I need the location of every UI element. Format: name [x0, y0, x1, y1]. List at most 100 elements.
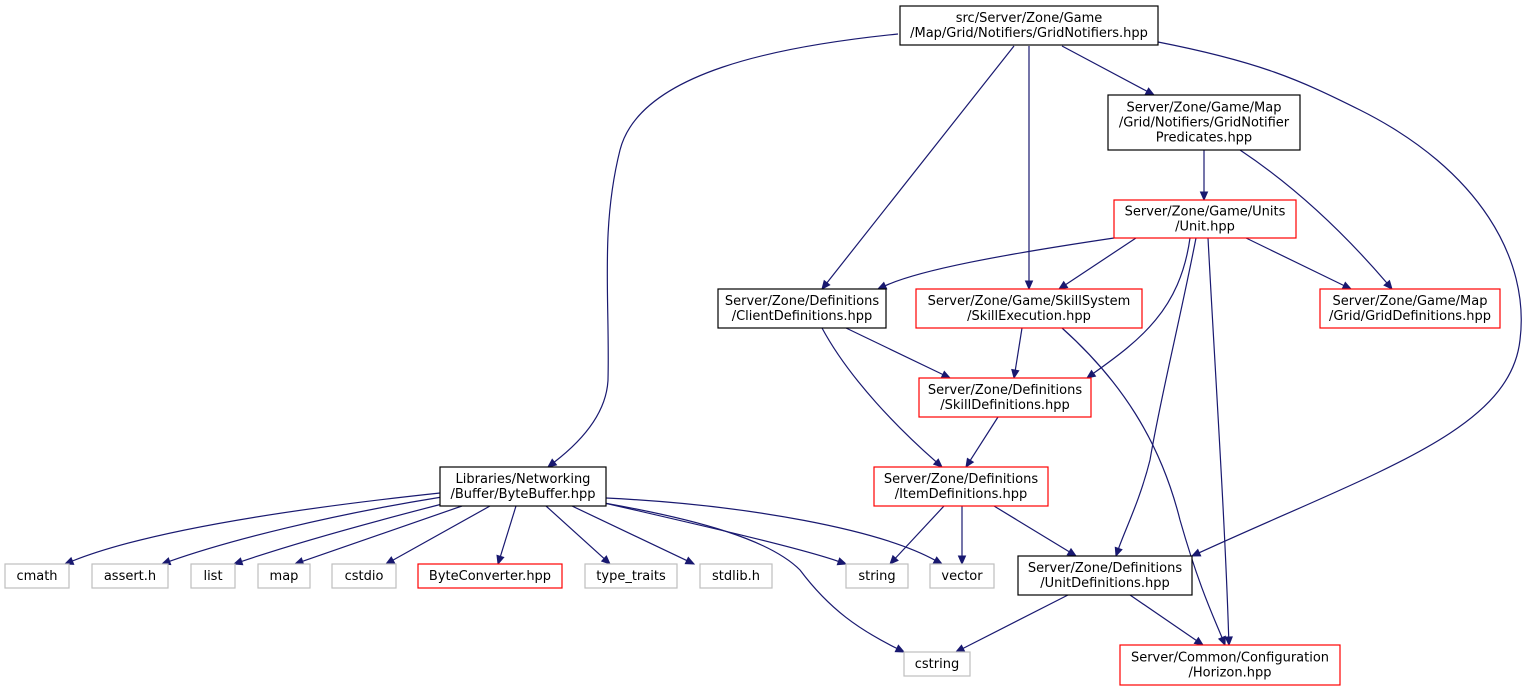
node-type_traits: type_traits — [584, 563, 678, 589]
node-label-line: type_traits — [596, 569, 666, 584]
arrowhead-bytebuffer-to-vector — [932, 556, 944, 565]
node-label-line: vector — [941, 569, 983, 584]
node-gridnotifierpredicates[interactable]: Server/Zone/Game/Map/Grid/Notifiers/Grid… — [1107, 94, 1301, 151]
node-box — [699, 563, 773, 589]
arrowhead-unit-to-skilldefinitions — [1085, 369, 1097, 379]
node-byteconverter[interactable]: ByteConverter.hpp — [417, 563, 563, 589]
node-horizon[interactable]: Server/Common/Configuration/Horizon.hpp — [1119, 644, 1341, 686]
node-label-line: /ClientDefinitions.hpp — [732, 309, 873, 324]
node-box — [717, 288, 887, 329]
edge-gridnotifierpredicates-to-griddefinitions — [1239, 149, 1388, 284]
node-box — [918, 377, 1092, 418]
arrowhead-gridnotifiers-to-gridnotifierpredicates — [1144, 87, 1156, 96]
node-label-line: /Horizon.hpp — [1189, 666, 1272, 681]
node-label-line: map — [270, 569, 299, 584]
node-label-line: Server/Zone/Definitions — [725, 294, 879, 309]
node-label-line: Server/Common/Configuration — [1131, 651, 1329, 666]
arrowhead-clientdefinitions-to-itemdefinitions — [932, 458, 943, 468]
node-box — [1113, 199, 1297, 239]
node-unitdefinitions[interactable]: Server/Zone/Definitions/UnitDefinitions.… — [1017, 555, 1193, 596]
node-label-line: Libraries/Networking — [456, 472, 591, 487]
node-label-line: cmath — [16, 569, 57, 584]
arrowhead-unit-to-unitdefinitions — [1114, 546, 1123, 558]
edge-unit-to-horizon — [1207, 237, 1230, 638]
node-box — [1107, 94, 1301, 151]
edge-skillexecution-to-skilldefinitions — [1014, 327, 1023, 371]
edge-clientdefinitions-to-itemdefinitions — [821, 327, 937, 463]
arrowhead-unitdefinitions-to-cstring — [954, 644, 966, 653]
edge-clientdefinitions-to-skilldefinitions — [845, 327, 944, 376]
edge-bytebuffer-to-vector — [605, 497, 936, 561]
arrowhead-unit-to-horizon — [1224, 636, 1233, 647]
edge-bytebuffer-to-stdlib — [571, 505, 688, 562]
node-label-line: string — [858, 569, 895, 584]
node-vector: vector — [929, 563, 995, 589]
node-label-line: src/Server/Zone/Game — [956, 11, 1103, 26]
node-cmath: cmath — [4, 563, 70, 589]
edge-itemdefinitions-to-unitdefinitions — [993, 505, 1070, 553]
node-label-line: /Map/Grid/Notifiers/GridNotifiers.hpp — [910, 26, 1148, 41]
node-box — [899, 5, 1159, 46]
node-label-line: /SkillExecution.hpp — [967, 309, 1091, 324]
node-box — [929, 563, 995, 589]
node-box — [1319, 288, 1501, 329]
node-label-line: /UnitDefinitions.hpp — [1040, 576, 1169, 591]
node-box — [1017, 555, 1193, 596]
node-unit[interactable]: Server/Zone/Game/Units/Unit.hpp — [1113, 199, 1297, 239]
arrowhead-skillexecution-to-horizon — [1217, 635, 1226, 647]
node-box — [91, 563, 169, 589]
node-box — [903, 651, 971, 677]
node-stdlib: stdlib.h — [699, 563, 773, 589]
node-itemdefinitions[interactable]: Server/Zone/Definitions/ItemDefinitions.… — [873, 466, 1049, 507]
edge-unit-to-griddefinitions — [1245, 237, 1345, 287]
node-label-line: Predicates.hpp — [1156, 131, 1252, 146]
node-box — [873, 466, 1049, 507]
edge-bytebuffer-to-assert — [169, 496, 443, 562]
edge-bytebuffer-to-type_traits — [545, 505, 605, 560]
arrowhead-gridnotifierpredicates-to-unit — [1199, 191, 1209, 202]
nodes-layer: src/Server/Zone/Game/Map/Grid/Notifiers/… — [4, 5, 1501, 686]
node-cstdio: cstdio — [331, 563, 397, 589]
node-label-line: Server/Zone/Game/Map — [1126, 101, 1281, 116]
edge-bytebuffer-to-map — [302, 505, 463, 562]
node-bytebuffer[interactable]: Libraries/Networking/Buffer/ByteBuffer.h… — [439, 466, 607, 507]
node-box — [331, 563, 397, 589]
node-string: string — [845, 563, 909, 589]
arrowhead-unit-to-skillexecution — [1057, 280, 1069, 290]
node-label-line: assert.h — [104, 569, 156, 584]
node-label-line: Server/Zone/Game/Map — [1332, 294, 1487, 309]
node-label-line: cstring — [915, 657, 959, 672]
edge-gridnotifiers-to-unitdefinitions — [1157, 41, 1522, 554]
arrowhead-gridnotifiers-to-clientdefinitions — [821, 279, 831, 290]
node-box — [257, 563, 311, 589]
arrowhead-unit-to-clientdefinitions — [876, 281, 888, 290]
node-label-line: /Grid/GridDefinitions.hpp — [1329, 309, 1491, 324]
node-label-line: list — [203, 569, 222, 584]
node-gridnotifiers[interactable]: src/Server/Zone/Game/Map/Grid/Notifiers/… — [899, 5, 1159, 46]
edge-unit-to-clientdefinitions — [885, 237, 1115, 287]
node-box — [1119, 644, 1341, 686]
node-cstring: cstring — [903, 651, 971, 677]
edge-unit-to-unitdefinitions — [1118, 237, 1197, 549]
node-label-line: /Buffer/ByteBuffer.hpp — [450, 487, 595, 502]
node-skillexecution[interactable]: Server/Zone/Game/SkillSystem/SkillExecut… — [915, 288, 1143, 329]
node-map: map — [257, 563, 311, 589]
arrowhead-clientdefinitions-to-skilldefinitions — [940, 370, 952, 379]
arrowhead-bytebuffer-to-cstdio — [384, 556, 396, 565]
edge-unitdefinitions-to-horizon — [1129, 594, 1197, 641]
edge-bytebuffer-to-byteconverter — [499, 505, 517, 557]
edge-bytebuffer-to-cmath — [72, 492, 441, 562]
node-label-line: /SkillDefinitions.hpp — [940, 398, 1070, 413]
node-box — [584, 563, 678, 589]
node-skilldefinitions[interactable]: Server/Zone/Definitions/SkillDefinitions… — [918, 377, 1092, 418]
edge-gridnotifiers-to-bytebuffer — [553, 33, 899, 463]
node-griddefinitions[interactable]: Server/Zone/Game/Map/Grid/GridDefinition… — [1319, 288, 1501, 329]
arrowhead-unit-to-griddefinitions — [1341, 281, 1353, 290]
edge-bytebuffer-to-string — [599, 501, 839, 562]
arrowhead-bytebuffer-to-byteconverter — [496, 554, 505, 566]
node-label-line: ByteConverter.hpp — [429, 569, 551, 584]
node-clientdefinitions[interactable]: Server/Zone/Definitions/ClientDefinition… — [717, 288, 887, 329]
node-label-line: Server/Zone/Definitions — [928, 383, 1082, 398]
node-label-line: stdlib.h — [712, 569, 760, 584]
